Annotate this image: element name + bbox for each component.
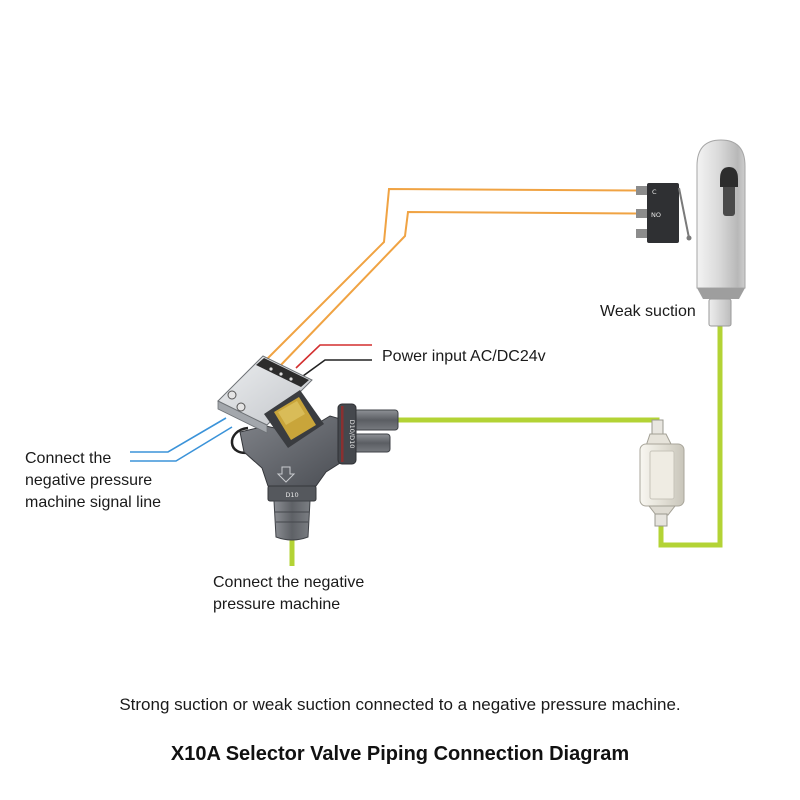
negative-pressure-label-line-1: Connect the negative [213,574,364,591]
negative-pressure-machine-label: Connect the negative pressure machine [213,574,364,613]
switch-wires [265,187,637,369]
handpiece-nozzle [708,298,732,327]
signal-line-label-line-1: Connect the [25,450,111,467]
box-screw [227,390,237,400]
selector-valve: D10/D10 D10 [217,355,399,541]
signal-line-label-line-3: machine signal line [25,494,161,511]
filter-bottom-cap [647,505,677,516]
handpiece-body [696,139,746,289]
power-wires [295,344,372,377]
switch-terminal-no-label: NO [651,211,661,219]
valve-outlet-upper [353,409,399,431]
negative-pressure-label-line-2: pressure machine [213,596,340,613]
valve-port-marking: D10 [285,491,298,499]
terminal-screw [279,372,283,376]
switch-terminal-c-label: C [652,188,657,196]
microswitch: C NO [636,183,692,243]
handpiece-collar [697,288,745,299]
switch-terminal-no [636,209,650,218]
solenoid-terminal-block [256,358,309,387]
handpiece-slider [720,167,738,187]
weak-suction-handpiece [696,139,746,327]
switch-terminal-nc [636,229,650,238]
diagram-title: X10A Selector Valve Piping Connection Di… [171,743,629,765]
switch-body [647,183,679,243]
switch-roller [686,235,692,241]
switch-wire-1 [265,187,637,361]
inline-filter [639,419,685,527]
signal-wires [130,417,233,462]
switch-wire-2 [277,210,637,369]
solenoid-coil-highlight [278,401,305,425]
terminal-screw [269,367,273,371]
signal-wire-1 [130,417,227,453]
valve-port-nozzle [273,500,311,541]
power-wire-live [295,344,372,369]
diagram-caption: Strong suction or weak suction connected… [119,695,680,714]
switch-terminal-c [636,186,650,195]
valve-flange-ring [341,406,344,462]
filter-inlet [651,419,664,436]
tube-filter-to-handpiece [658,324,723,548]
handpiece-slot [723,180,735,216]
valve-flow-arrow [276,466,296,483]
terminal-screw [289,377,293,381]
power-wire-neutral [302,359,372,377]
signal-line-label: Connect the negative pressure machine si… [25,450,161,511]
power-input-label: Power input AC/DC24v [382,348,546,365]
valve-outlet-lower [353,433,391,453]
filter-outlet [654,513,668,527]
filter-element [649,450,675,500]
box-screw [236,402,246,412]
switch-lever [678,187,690,239]
signal-line-label-line-2: negative pressure [25,472,152,489]
tube-valve-to-filter [396,417,660,426]
weak-suction-label: Weak suction [600,303,696,320]
valve-outlet-marking: D10/D10 [348,420,356,449]
signal-wire-2 [130,426,233,462]
